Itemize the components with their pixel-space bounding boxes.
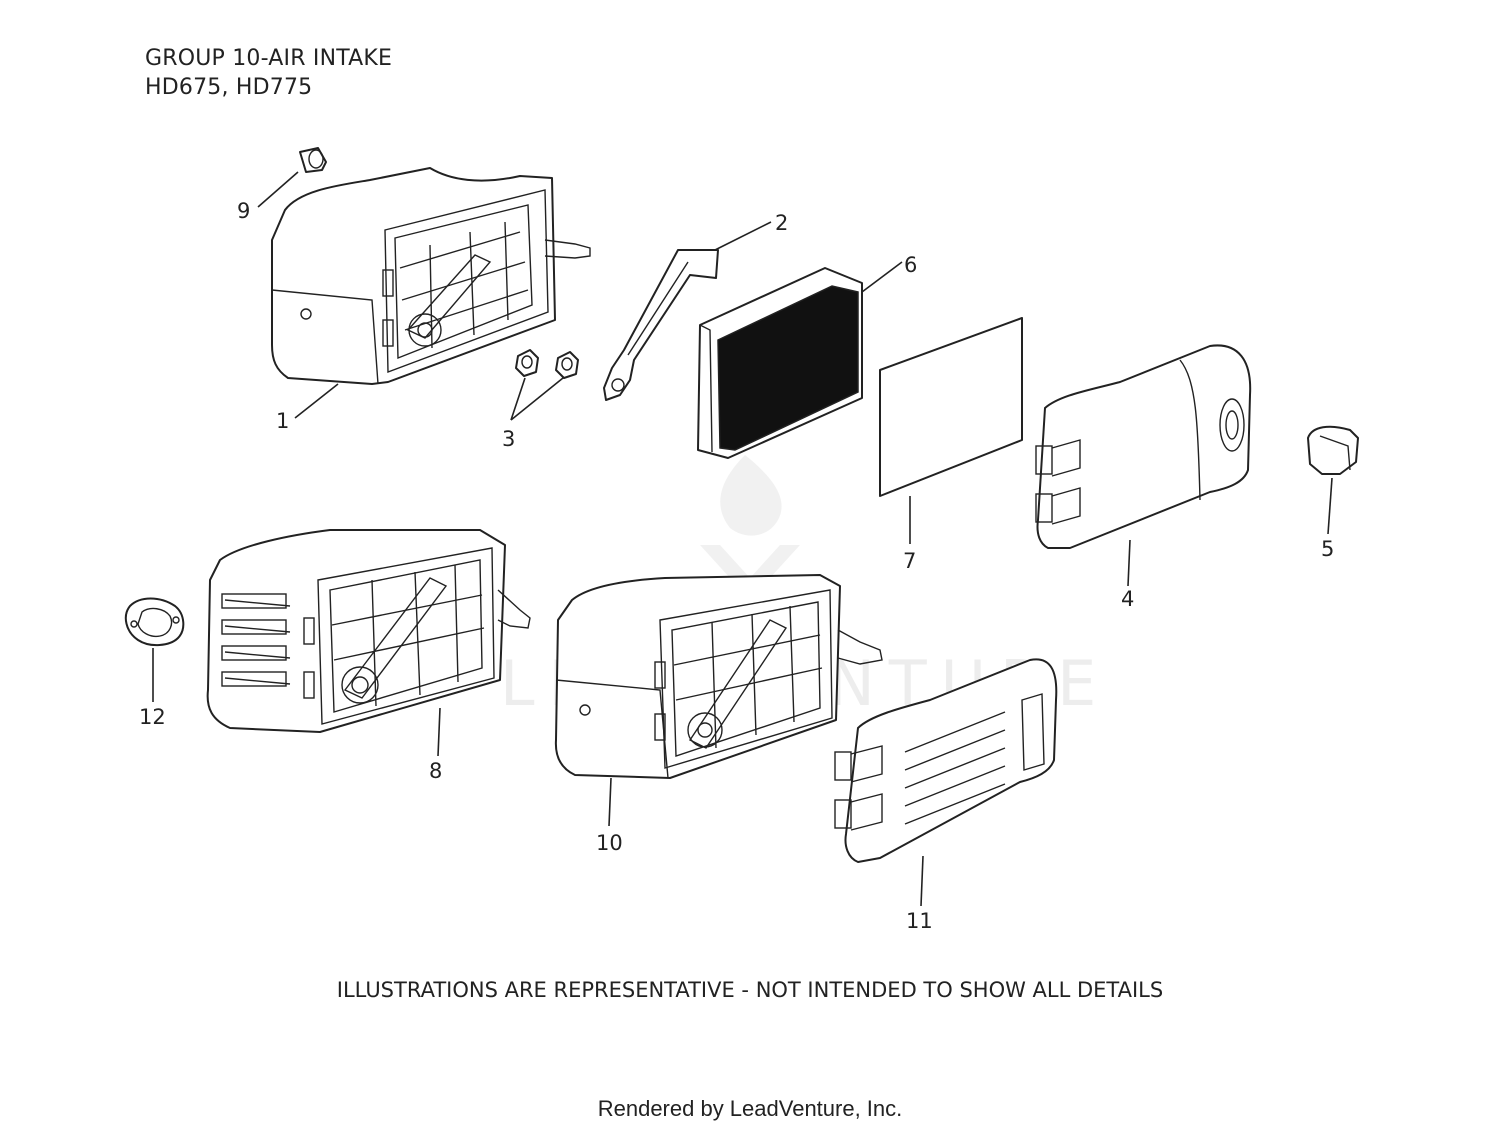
callout-2: 2 (775, 211, 788, 235)
callout-3: 3 (502, 427, 515, 451)
part-11-air-cleaner-cover-alt[interactable] (834, 658, 1058, 863)
part-8-air-cleaner-base-alt[interactable] (206, 529, 531, 733)
callout-numbers: 9 1 3 2 6 7 4 5 12 8 10 11 (139, 199, 1334, 933)
callout-4: 4 (1121, 587, 1134, 611)
part-2-breather-tube[interactable] (603, 249, 719, 401)
callout-5: 5 (1321, 537, 1334, 561)
part-9-plug[interactable] (299, 147, 327, 173)
diagram-title: GROUP 10-AIR INTAKE HD675, HD775 (145, 44, 392, 102)
part-7-pre-cleaner[interactable] (879, 317, 1023, 497)
model-numbers: HD675, HD775 (145, 75, 313, 100)
callout-6: 6 (904, 253, 917, 277)
part-4-air-cleaner-cover[interactable] (1035, 344, 1252, 549)
part-6-filter-element[interactable] (697, 267, 863, 459)
part-12-gasket[interactable] (124, 597, 185, 646)
leader-lines (152, 171, 1333, 907)
callout-11: 11 (906, 909, 933, 933)
callout-7: 7 (903, 549, 916, 573)
callout-8: 8 (429, 759, 442, 783)
disclaimer-note: ILLUSTRATIONS ARE REPRESENTATIVE - NOT I… (336, 978, 1164, 1002)
part-5-knob[interactable] (1307, 425, 1359, 475)
group-title: GROUP 10-AIR INTAKE (145, 46, 393, 71)
callout-12: 12 (139, 705, 166, 729)
part-10-air-cleaner-base-alt[interactable] (554, 574, 883, 779)
part-1-air-cleaner-base[interactable] (271, 167, 591, 385)
callout-1: 1 (276, 409, 289, 433)
footer-credit: Rendered by LeadVenture, Inc. (597, 1096, 903, 1121)
callout-9: 9 (237, 199, 250, 223)
callout-10: 10 (596, 831, 623, 855)
part-3-nuts[interactable] (515, 349, 579, 379)
